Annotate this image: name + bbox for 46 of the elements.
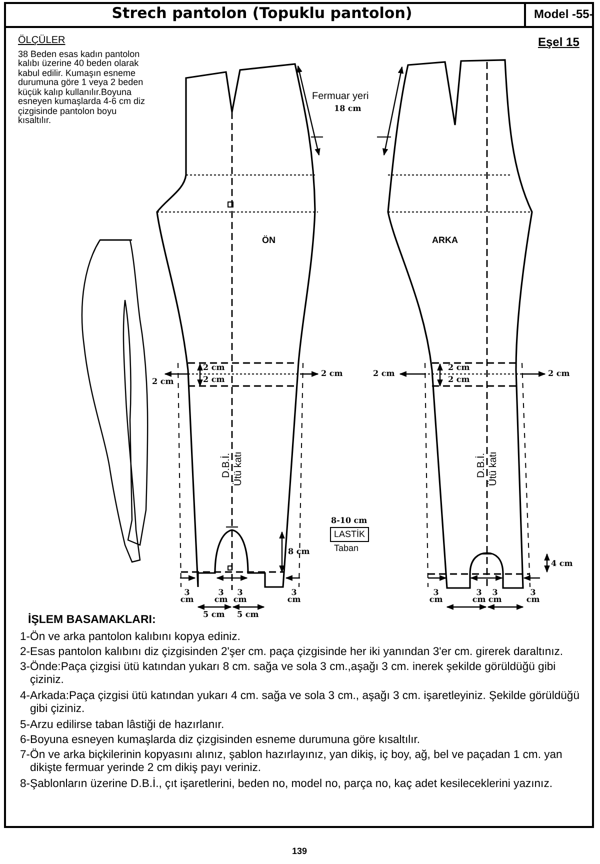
- dimension-label: 3 cm: [286, 589, 302, 604]
- dimension-label: 3 cm: [525, 589, 541, 604]
- sole-label: Taban: [334, 544, 359, 554]
- dimension-label: 3 cm: [471, 589, 487, 604]
- dimension-label: 5 cm: [203, 610, 225, 618]
- dimension-label: 3 cm: [179, 589, 195, 604]
- dimension-label: 2 cm: [373, 369, 395, 378]
- dimension-label: 2 cm: [548, 369, 570, 378]
- dimension-label: 5 cm: [237, 610, 259, 618]
- grain-line-label: D.B.İ.: [222, 452, 232, 478]
- dimension-label: 2 cm: [448, 363, 470, 372]
- grain-line-label: Ütü katı: [234, 452, 244, 486]
- instruction-text: 4-Arkada:Paça çizgisi ütü katından yukarı 4 cm. sağa ve sola 3 cm., aşağı 3 cm. işaretleyiniz. Şekilde görüldüğü gibi çiziniz.: [20, 690, 580, 717]
- zipper-label: Fermuar yeri: [312, 92, 369, 102]
- heading: ÖLÇÜLER: [18, 36, 66, 46]
- grain-line-label: D.B.İ.: [477, 452, 488, 478]
- scale-label: Eşel 15: [538, 36, 580, 49]
- dimension-label: 8 cm: [288, 547, 310, 556]
- instruction-text: 3-Önde:Paça çizgisi ütü katından yukarı 8 cm. sağa ve sola 3 cm.,aşağı 3 cm. inerek şekilde görüldüğü gibi çiziniz.: [20, 661, 557, 688]
- dimension-label: 3 cm: [232, 589, 248, 604]
- grain-line-label: Ütü katı: [489, 452, 500, 486]
- dimension-label: 3 cm: [213, 589, 229, 604]
- section-heading: İŞLEM BASAMAKLARI:: [28, 614, 156, 626]
- elastic-tag: LASTİK: [330, 527, 370, 542]
- instruction-text: 6-Boyuna esneyen kumaşlarda diz çizgisinden esneme durumuna göre kısaltılır.: [20, 734, 422, 748]
- instruction-text: 2-Esas pantolon kalıbını diz çizgisinden 2'şer cm. paça çizgisinde her iki yanından 3'er cm. girerek daraltınız.: [20, 646, 564, 660]
- dimension-label: 2 cm: [448, 375, 470, 384]
- dimension-label: 8-10 cm: [331, 516, 368, 524]
- note-text: 38 Beden esas kadın pantolon kalıbı üzerine 40 beden olarak kabul edilir. Kumaşın esneme durumuna göre 1 veya 2 beden küçük kalıp kullanılır.Boyuna esneyen kumaşlarda 4-6 cm diz çizgisinde pantolon boyu kısaltılır.: [18, 50, 146, 126]
- dimension-label: 4 cm: [551, 559, 573, 568]
- dimension-label: 2 cm: [152, 377, 174, 386]
- instruction-text: 7-Ön ve arka biçkilerinin kopyasını alınız, şablon hazırlayınız, yan dikiş, iç boy, ağ, bel ve paçadan 1 cm. yan dikişte fermuar yerinde 2 cm dikiş payı veriniz.: [20, 749, 564, 776]
- dimension-label: 2 cm: [321, 369, 343, 378]
- page-number: 139: [292, 847, 308, 856]
- piece-label: ÖN: [262, 236, 276, 246]
- dimension-label: 3 cm: [428, 589, 444, 604]
- model-number: Model -55-: [534, 8, 594, 21]
- instruction-text: 1-Ön ve arka pantolon kalıbını kopya ediniz.: [20, 631, 242, 644]
- dimension-label: 18 cm: [334, 104, 362, 112]
- piece-label: ARKA: [432, 236, 458, 246]
- instruction-text: 8-Şablonların üzerine D.B.İ., çıt işaretlerini, beden no, model no, parça no, kaç adet kesileceklerini yazınız.: [20, 778, 554, 792]
- dimension-label: 2 cm: [203, 375, 225, 384]
- title: Strech pantolon (Topuklu pantolon): [110, 4, 414, 22]
- instruction-text: 5-Arzu edilirse taban lâstiği de hazırlanır.: [20, 719, 226, 732]
- dimension-label: 2 cm: [203, 363, 225, 372]
- dimension-label: 3 cm: [487, 589, 503, 604]
